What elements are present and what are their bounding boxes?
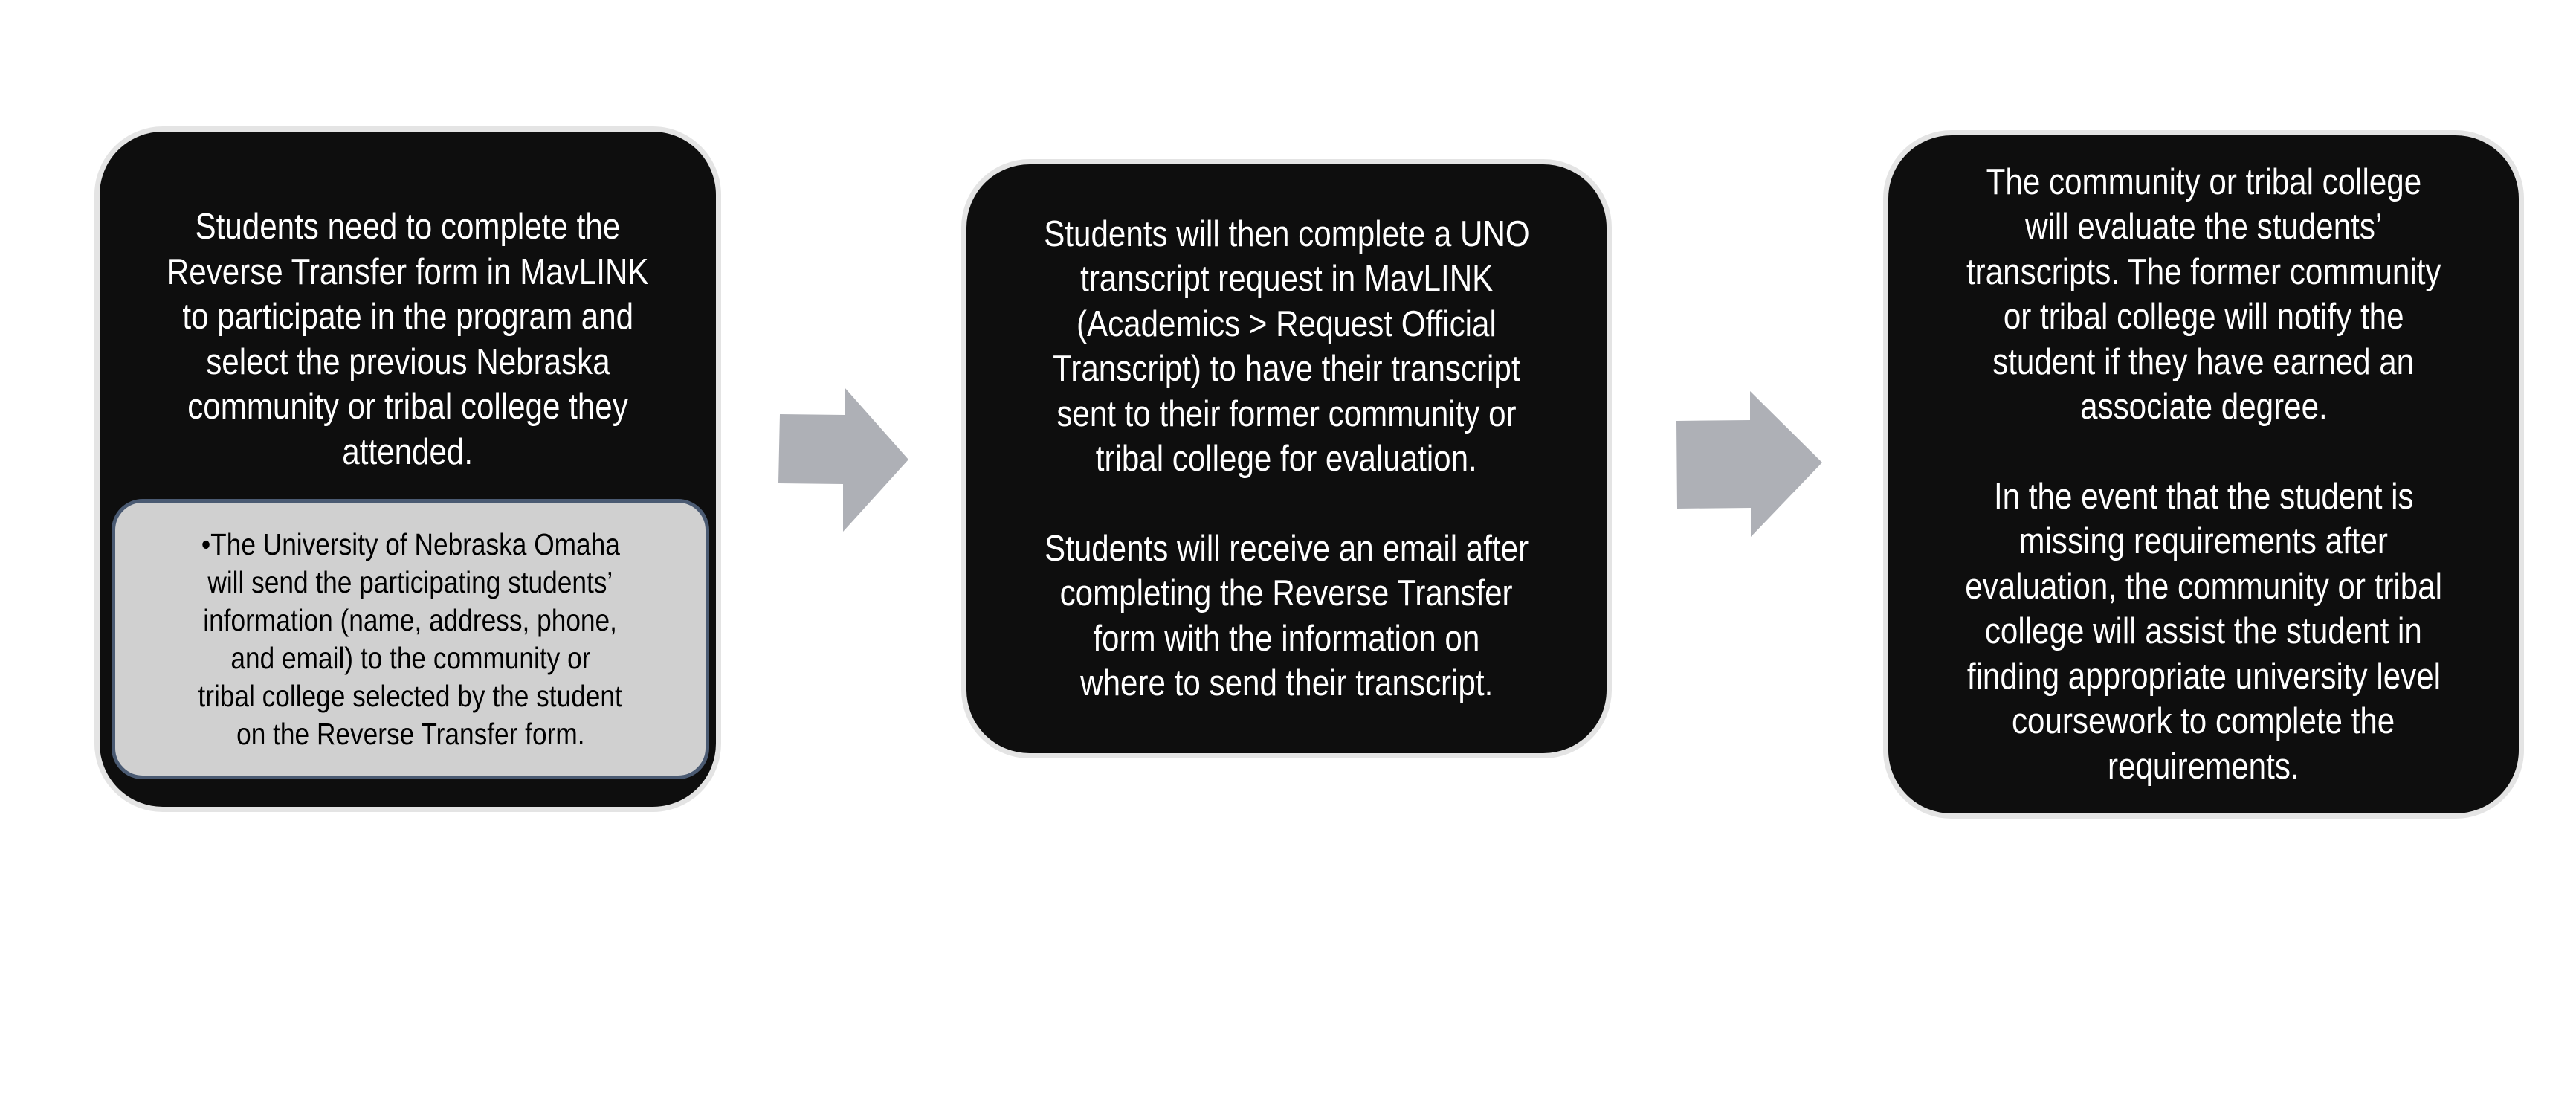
step-3-line: In the event that the student is bbox=[1993, 476, 2414, 517]
step-2-line: Transcript) to have their transcript bbox=[1053, 349, 1520, 389]
step-1-line: Reverse Transfer form in MavLINK bbox=[167, 251, 649, 292]
step-2-paragraph-2: Students will receive an email after com… bbox=[1005, 526, 1568, 706]
callout-line: information (name, address, phone, bbox=[203, 602, 618, 637]
step-3-line: The community or tribal college bbox=[1986, 161, 2421, 202]
step-2-line: form with the information on bbox=[1093, 618, 1480, 659]
step-2-box: Students will then complete a UNO transc… bbox=[961, 159, 1612, 758]
step-3-paragraph-2: In the event that the student is missing… bbox=[1926, 474, 2481, 790]
step-2-line: transcript request in MavLINK bbox=[1079, 259, 1494, 299]
step-3-line: missing requirements after bbox=[2018, 521, 2389, 562]
step-1-line: to participate in the program and bbox=[182, 297, 633, 337]
step-3-box: The community or tribal college will eva… bbox=[1883, 130, 2524, 819]
step-3-line: finding appropriate university level bbox=[1966, 656, 2441, 697]
step-3-line: coursework to complete the bbox=[2012, 701, 2395, 742]
callout-line: will send the participating students’ bbox=[207, 564, 613, 599]
step-3-line: college will assist the student in bbox=[1985, 611, 2422, 652]
bullet-icon: • bbox=[201, 526, 210, 561]
step-1-line: community or tribal college they bbox=[187, 387, 628, 427]
step-3-line: will evaluate the students’ bbox=[2024, 207, 2383, 248]
step-2-paragraph-1: Students will then complete a UNO transc… bbox=[1004, 212, 1569, 482]
step-1-line: attended. bbox=[342, 431, 474, 472]
step-3-line: evaluation, the community or tribal bbox=[1965, 566, 2442, 607]
step-2-line: where to send their transcript. bbox=[1079, 663, 1494, 703]
step-1-text: Students need to complete the Reverse Tr… bbox=[127, 204, 688, 474]
right-arrow-icon bbox=[1676, 391, 1822, 537]
step-2-line: sent to their former community or bbox=[1056, 393, 1517, 434]
step-1-line: select the previous Nebraska bbox=[205, 341, 610, 382]
step-1-callout: •The University of Nebraska Omaha will s… bbox=[112, 499, 709, 779]
callout-text: •The University of Nebraska Omaha will s… bbox=[164, 526, 656, 753]
step-3-line: requirements. bbox=[2108, 746, 2299, 787]
right-arrow-icon bbox=[778, 387, 908, 532]
callout-line: and email) to the community or bbox=[230, 640, 591, 675]
callout-line: on the Reverse Transfer form. bbox=[236, 716, 585, 751]
step-2-line: completing the Reverse Transfer bbox=[1060, 573, 1513, 613]
step-2-line: Students will then complete a UNO bbox=[1043, 213, 1530, 254]
step-2-line: (Academics > Request Official bbox=[1076, 303, 1497, 344]
step-2-line: tribal college for evaluation. bbox=[1095, 439, 1477, 479]
step-3-line: associate degree. bbox=[2079, 387, 2328, 428]
step-3-paragraph-1: The community or tribal college will eva… bbox=[1928, 160, 2479, 430]
callout-line: •The University of Nebraska Omaha bbox=[201, 526, 619, 564]
callout-line: tribal college selected by the student bbox=[198, 678, 623, 713]
callout-line-text: The University of Nebraska Omaha bbox=[210, 526, 620, 561]
step-3-line: or tribal college will notify the bbox=[2003, 297, 2404, 338]
step-3-line: transcripts. The former community bbox=[1966, 251, 2441, 292]
step-1-box: Students need to complete the Reverse Tr… bbox=[94, 126, 721, 812]
step-2-line: Students will receive an email after bbox=[1044, 528, 1529, 569]
step-1-line: Students need to complete the bbox=[195, 207, 621, 247]
step-3-line: student if they have earned an bbox=[1992, 341, 2415, 382]
